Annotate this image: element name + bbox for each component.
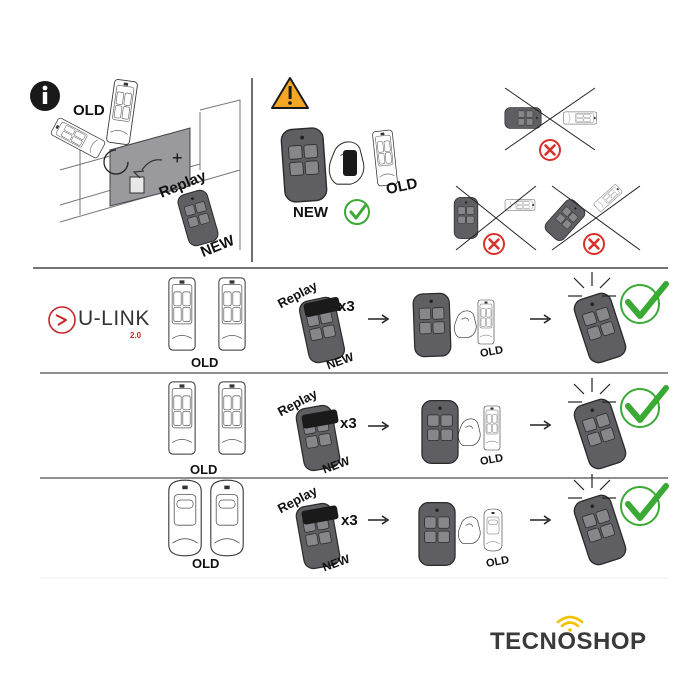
row1-check-icon	[621, 284, 666, 323]
wifi-icon	[556, 615, 584, 632]
row3-arrow-2	[529, 515, 551, 525]
row1-arrow-2	[529, 314, 551, 324]
row2-hand	[458, 418, 481, 446]
row3-old-remote-a	[168, 479, 202, 557]
row3-new-remote-done	[571, 492, 629, 568]
row1-old-remote-2	[477, 299, 495, 345]
row1-new-remote-done	[571, 290, 629, 366]
row1-label-old: OLD	[191, 355, 219, 370]
brand-text-end: SHOP	[576, 628, 647, 655]
rotate-arrow	[103, 149, 129, 175]
wrong-example-1	[504, 87, 597, 162]
old-remote-top-left-2	[49, 116, 107, 160]
row1-arrow-1	[367, 314, 389, 324]
brand-logo: TECNOSHOP	[490, 628, 647, 656]
row2-old-remote-a	[168, 381, 196, 455]
brand-text-start: TECN	[490, 628, 558, 655]
receiver-box	[129, 176, 145, 194]
check-icon	[343, 198, 371, 226]
row1-old-remote-b	[218, 277, 246, 351]
row3-check-icon	[621, 486, 666, 525]
label-new-main: NEW	[293, 204, 328, 221]
row2-arrow-1	[367, 421, 389, 431]
brand-text-o: O	[557, 628, 577, 655]
row2-label-x3: x3	[340, 415, 357, 432]
row2-new-remote-done	[571, 396, 629, 472]
new-remote-main	[279, 126, 329, 204]
label-plus: +	[172, 148, 183, 168]
row3-new-remote-2	[418, 502, 456, 566]
row3-arrow-1	[367, 515, 389, 525]
row2-arrow-2	[529, 420, 551, 430]
row1-label-x3: x3	[338, 298, 355, 315]
wrong-example-2	[453, 185, 537, 256]
row2-check-icon	[621, 388, 666, 427]
old-remote-top-left	[105, 78, 139, 146]
label-old-top-left: OLD	[73, 102, 105, 119]
row3-label-old: OLD	[192, 556, 220, 571]
row3-hand	[458, 516, 481, 544]
info-icon	[30, 81, 60, 111]
ulink-logo-mark	[48, 306, 76, 334]
row3-old-remote-2	[483, 508, 503, 552]
old-remote-main	[371, 129, 399, 187]
row1-old-remote-a	[168, 277, 196, 351]
wrong-example-3	[542, 183, 641, 256]
ulink-logo: U-LINK 2.0	[46, 300, 156, 340]
row2-old-remote-b	[218, 381, 246, 455]
ulink-version: 2.0	[130, 331, 142, 340]
row3-old-remote-b	[210, 479, 244, 557]
row2-new-remote-2	[421, 400, 459, 464]
row2-old-remote-2	[483, 405, 501, 451]
row1-new-remote-2	[412, 292, 452, 358]
row1-hand	[454, 310, 477, 338]
warning-icon	[271, 77, 309, 109]
row3-label-x3: x3	[341, 512, 358, 529]
row2-label-old: OLD	[190, 462, 218, 477]
receiver-arrow	[141, 159, 163, 171]
ulink-name: U-LINK	[78, 307, 150, 330]
gap-contact	[343, 150, 357, 176]
